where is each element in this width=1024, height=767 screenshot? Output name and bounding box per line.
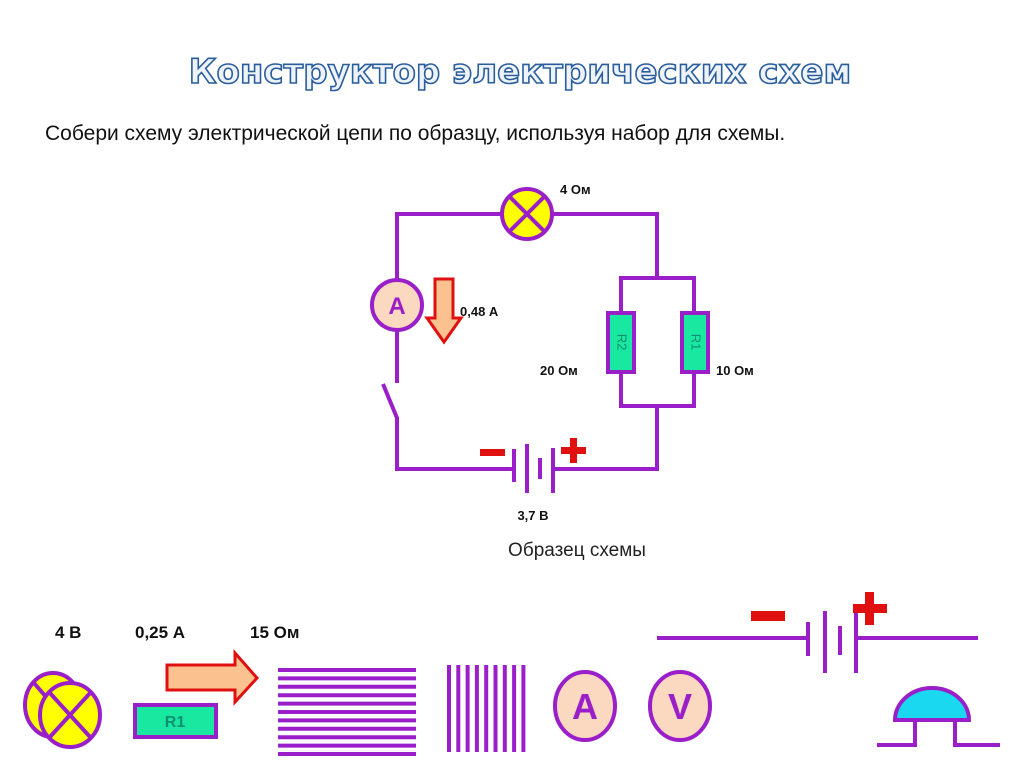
horizontal-wires[interactable] — [278, 668, 416, 756]
svg-text:A: A — [572, 686, 598, 727]
lamp-icon[interactable] — [23, 671, 102, 749]
voltmeter-icon[interactable]: V — [648, 670, 712, 742]
vertical-wires[interactable] — [447, 665, 526, 752]
sample-circuit: 4 Ом A 0,48 А R2 R1 20 Ом 10 Ом 3,7 В Об… — [370, 182, 754, 561]
resistor-r1[interactable]: R1 — [133, 703, 218, 739]
lamp-icon — [500, 187, 554, 241]
current-label: 0,48 А — [460, 304, 499, 319]
resistor-r1: R1 — [680, 311, 710, 374]
battery-icon[interactable] — [657, 592, 978, 673]
svg-text:A: A — [388, 293, 405, 320]
voltage-label: 3,7 В — [517, 508, 548, 523]
current-arrow-icon — [424, 277, 464, 345]
lamp-resistance-label: 4 Ом — [560, 182, 591, 197]
wire — [553, 406, 659, 471]
wire — [395, 417, 514, 471]
instruction-text: Собери схему электрической цепи по образ… — [45, 122, 785, 145]
component-kit: 4 В 0,25 А 15 Ом R1 A V — [23, 592, 1000, 756]
minus-sign — [480, 449, 505, 456]
svg-text:V: V — [668, 686, 692, 727]
svg-text:R1: R1 — [165, 714, 186, 731]
battery-icon — [512, 444, 555, 493]
wire — [552, 212, 659, 278]
resistor-r2: R2 — [606, 311, 636, 374]
r1-value-label: 10 Ом — [716, 363, 754, 378]
plus-sign — [561, 438, 586, 463]
svg-text:R1: R1 — [689, 334, 704, 351]
kit-resistance-label: 15 Ом — [250, 623, 299, 642]
svg-text:R2: R2 — [615, 334, 630, 351]
switch — [381, 383, 399, 419]
kit-voltage-label: 4 В — [55, 623, 81, 642]
current-arrow-icon[interactable] — [165, 649, 260, 706]
bell-icon[interactable] — [877, 686, 1000, 747]
ammeter-icon[interactable]: A — [553, 670, 617, 742]
kit-current-label: 0,25 А — [135, 623, 185, 642]
slide-title: Конструктор электрических схем — [189, 52, 852, 92]
sample-caption: Образец схемы — [508, 540, 646, 561]
r2-value-label: 20 Ом — [540, 363, 578, 378]
wire — [395, 212, 502, 280]
ammeter-icon: A — [370, 278, 424, 332]
